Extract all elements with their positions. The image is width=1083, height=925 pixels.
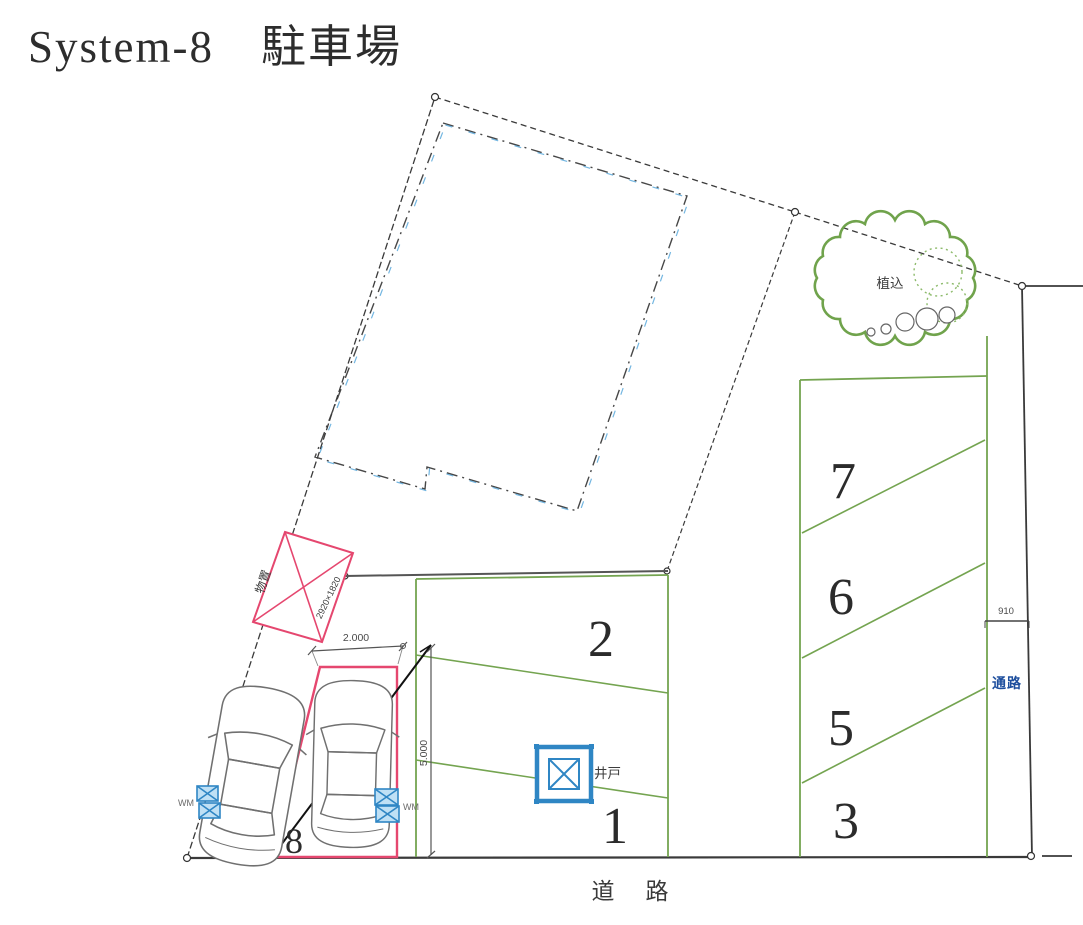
stone [895,312,915,332]
well-nub [534,744,539,749]
space-8-label: 8 [285,821,303,861]
space-2-label: 2 [588,611,614,668]
passage-width-dim: 910 [998,606,1014,617]
shrub-texture [913,247,963,297]
storage-shed: 物置 2920×1820 [251,530,355,644]
boundary-top-left [434,96,796,213]
well-corner-nubs [534,744,594,804]
survey-point [430,92,440,102]
planting-label: 植込 [877,276,905,291]
parking-area-right: 7 6 5 3 [799,336,988,857]
car-trunk-line [317,826,384,833]
center-area-top-edge [344,570,669,577]
stall-divider [801,439,986,534]
dimension-node [400,643,406,649]
stone [915,307,939,331]
car-rear-window [210,803,276,837]
shrub-outline [813,209,977,347]
passage-strip: 910 通路 [984,606,1030,691]
building-outline [314,122,691,514]
garden-stones [866,306,956,337]
car-mirror [298,747,307,756]
wm-cross [375,805,400,823]
car-left [198,685,307,867]
boundary-right [1021,285,1033,858]
space-7-label: 7 [830,453,856,510]
wm-cross [198,802,221,819]
right-area-green-lines [799,336,988,857]
page-title: System-8 駐車場 [28,22,402,72]
well-nub [534,799,539,804]
stone [938,306,956,324]
stall-line [799,375,988,381]
stall-divider [801,687,986,784]
wm-left-label: WM [178,798,194,808]
well: 井戸 [534,744,621,804]
extension-line [311,650,319,667]
car-mirror [305,729,315,736]
well-label: 井戸 [594,766,621,781]
water-meter-left-symbol [196,785,221,819]
parked-cars [198,679,400,867]
well-cross [548,758,580,790]
dimension-tick [307,645,317,656]
dim-2000: 2.000 [343,632,369,644]
well-nub [589,799,594,804]
space-6-label: 6 [828,569,854,626]
car-body [198,685,306,867]
survey-point [1017,281,1027,291]
shrub-texture [926,282,968,324]
car-windshield [320,723,386,754]
survey-point [182,853,192,863]
dimension-tick [426,643,436,653]
water-meter-right-symbol [374,788,400,823]
well-nub [589,744,594,749]
survey-point [790,207,800,217]
space-1-label: 1 [602,798,628,855]
building-outline-path [314,122,688,512]
car-mirror [391,731,400,738]
stall-divider [415,654,669,694]
car-mirror [207,733,218,739]
dimension-tick [398,641,408,652]
well-inner-frame [548,758,580,790]
wm-cross [196,785,219,802]
space-8-diagonal-hook [419,644,432,653]
car-trunk-line [205,836,275,851]
wm-right-label: WM [403,802,419,812]
space-5-label: 5 [828,700,854,757]
shed-cross-line [252,552,354,623]
car-windshield [223,731,294,770]
dimension-line [311,645,404,652]
dimension-depth: 5.000 [418,643,436,859]
stone [880,323,892,335]
space-3-label: 3 [833,793,859,850]
car-right [305,679,400,849]
wm-cross [374,788,399,806]
planting-area: 植込 [813,209,977,347]
survey-point [1026,851,1036,861]
water-meters: WM WM [178,785,419,823]
stall-divider [801,562,986,659]
road-label: 道 路 [592,879,673,904]
passage-label: 通路 [992,675,1022,691]
car-body [310,679,394,849]
building-outline-fringe [316,124,691,514]
stone [866,327,876,337]
stall-line [415,574,669,580]
extension-line [397,645,404,665]
dim-5000: 5.000 [418,740,430,766]
dimension-width: 2.000 [307,632,408,667]
dimension-tick [426,850,436,859]
